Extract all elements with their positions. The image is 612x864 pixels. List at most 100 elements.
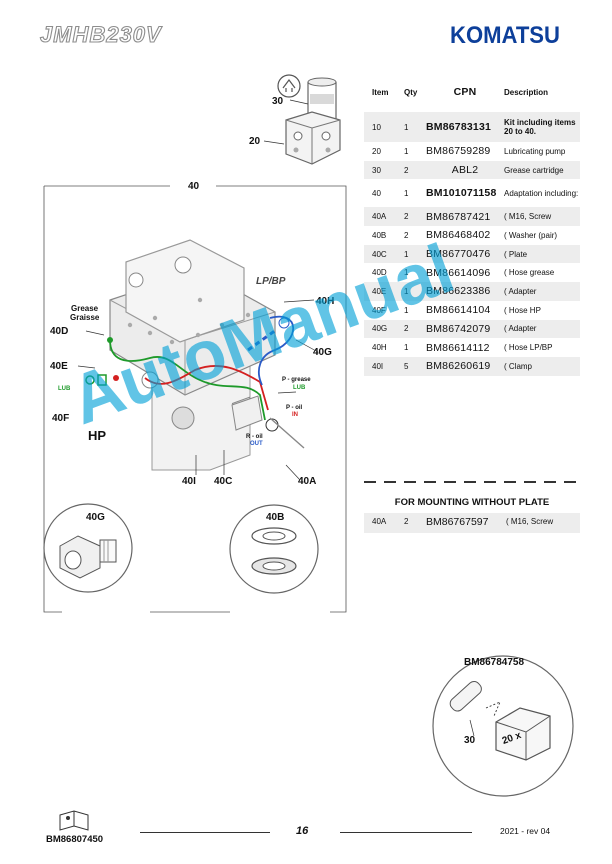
cell-qty: 1	[404, 112, 426, 142]
label-lp-bp: LP/BP	[256, 276, 286, 287]
cell-description: Kit including items 20 to 40.	[504, 112, 580, 142]
parts-table: Item Qty CPN Description 10 1 BM86783131…	[364, 86, 580, 376]
cell-description: ( Hose LP/BP	[504, 343, 553, 353]
table-row: 40C 1 BM86770476 ( Plate	[364, 244, 580, 264]
cell-cpn: BM86767597	[426, 516, 489, 528]
mounting-row: 40A 2 BM86767597 ( M16, Screw	[364, 513, 580, 533]
table-row: 40G 2 BM86742079 ( Adapter	[364, 319, 580, 339]
cell-description: Adaptation including:	[504, 188, 579, 198]
header-cpn: CPN	[453, 86, 477, 98]
table-header-row: Item Qty CPN Description	[364, 86, 580, 104]
cell-item: 40D	[372, 268, 387, 278]
cell-cpn: BM86260619	[426, 356, 504, 376]
cell-item: 40F	[372, 305, 386, 315]
callout-30-kit: 30	[464, 735, 476, 746]
table-row: 20 1 BM86759289 Lubricating pump	[364, 142, 580, 161]
table-row: 40I 5 BM86260619 ( Clamp	[364, 356, 580, 376]
document-code: BM86807450	[46, 834, 104, 845]
cell-item: 40H	[372, 343, 387, 353]
table-row: 40E 1 BM86623386 ( Adapter	[364, 282, 580, 301]
cell-qty: 1	[404, 268, 409, 278]
cell-description: Lubricating pump	[504, 146, 566, 156]
cell-description: ( Washer (pair)	[504, 230, 558, 240]
detail-label-40G: 40G	[86, 512, 105, 523]
cell-qty: 1	[404, 305, 409, 315]
cell-description: ( Hose HP	[504, 305, 541, 315]
cell-item: 40E	[364, 282, 404, 301]
cell-description: ( M16, Screw	[504, 207, 580, 227]
table-row: 30 2 ABL2 Grease cartridge	[364, 160, 580, 180]
cell-cpn: ABL2	[426, 160, 504, 180]
cell-item: 40I	[364, 356, 404, 376]
label-in: IN	[292, 412, 298, 418]
cell-qty: 2	[404, 160, 426, 180]
table-row: 40D 1 BM86614096 ( Hose grease	[364, 263, 580, 282]
cell-description: ( M16, Screw	[506, 517, 554, 526]
table-row: 40A 2 BM86787421 ( M16, Screw	[364, 207, 580, 227]
label-r-oil: R - oil	[246, 434, 263, 440]
kit-code-label: BM86784758	[464, 657, 525, 668]
label-p-oil: P - oil	[286, 405, 303, 411]
detail-40B	[229, 504, 319, 594]
cell-cpn: BM86614096	[426, 266, 491, 279]
header-item: Item	[372, 87, 389, 97]
cell-item: 20	[372, 146, 381, 156]
label-p-grease: P - grease	[282, 377, 311, 383]
callout-40H: 40H	[316, 296, 335, 307]
cell-cpn: BM86770476	[426, 244, 504, 264]
cell-qty: 2	[404, 319, 426, 339]
label-hp: HP	[88, 428, 107, 443]
cell-description: ( Clamp	[504, 356, 580, 376]
cell-qty: 2	[404, 230, 409, 240]
cell-item: 40B	[372, 230, 387, 240]
label-graisse: Graisse	[70, 313, 100, 322]
cell-cpn: BM86759289	[426, 145, 491, 158]
plate-40C	[231, 395, 305, 449]
cell-cpn: BM86468402	[426, 229, 491, 242]
cell-item: 40	[372, 188, 381, 198]
cell-description: ( Adapter	[504, 282, 580, 301]
footer-rule-left	[140, 832, 270, 833]
breaker-body-drawing	[109, 239, 276, 471]
cell-description: ( Hose grease	[504, 268, 555, 278]
mounting-title: FOR MOUNTING WITHOUT PLATE	[394, 497, 550, 508]
cell-qty: 5	[404, 356, 426, 376]
cell-item: 10	[364, 112, 404, 142]
cell-item: 40A	[364, 207, 404, 227]
cell-qty: 1	[404, 244, 426, 264]
callout-40: 40	[188, 181, 200, 192]
manual-book-icon	[59, 810, 89, 831]
table-row: 40F 1 BM86614104 ( Hose HP	[364, 301, 580, 320]
callout-40E: 40E	[50, 361, 68, 372]
callout-30: 30	[272, 96, 284, 107]
cell-item: 40G	[364, 319, 404, 339]
label-lub-2: LUB	[293, 385, 306, 391]
lp-hose-40H	[247, 315, 295, 386]
label-out: OUT	[250, 441, 263, 447]
lubricating-pump-drawing	[263, 74, 341, 165]
cell-qty: 2	[404, 517, 409, 526]
cell-cpn: BM86742079	[426, 319, 504, 339]
header-description: Description	[504, 87, 549, 97]
callout-40A: 40A	[298, 476, 317, 487]
callout-40C: 40C	[214, 476, 233, 487]
model-name: JMHB230V	[39, 21, 162, 47]
page-number: 16	[296, 825, 309, 837]
table-row: 40B 2 BM86468402 ( Washer (pair)	[364, 226, 580, 245]
cell-description: Grease cartridge	[504, 160, 580, 180]
hp-hose-40F	[144, 365, 269, 411]
cell-qty: 1	[404, 343, 409, 353]
label-grease: Grease	[71, 304, 99, 313]
grease-hose-40D	[107, 337, 266, 421]
cell-cpn: BM86783131	[426, 112, 504, 142]
callout-40D: 40D	[50, 326, 69, 337]
callout-40I: 40I	[182, 476, 196, 487]
detail-label-40B: 40B	[266, 512, 285, 523]
cell-cpn: BM86623386	[426, 282, 504, 301]
cell-qty: 1	[404, 188, 409, 198]
adapter-40E-parts	[85, 374, 119, 386]
cell-cpn: BM86787421	[426, 207, 504, 227]
cell-cpn: BM101071158	[426, 187, 497, 200]
dashed-divider	[364, 481, 580, 483]
